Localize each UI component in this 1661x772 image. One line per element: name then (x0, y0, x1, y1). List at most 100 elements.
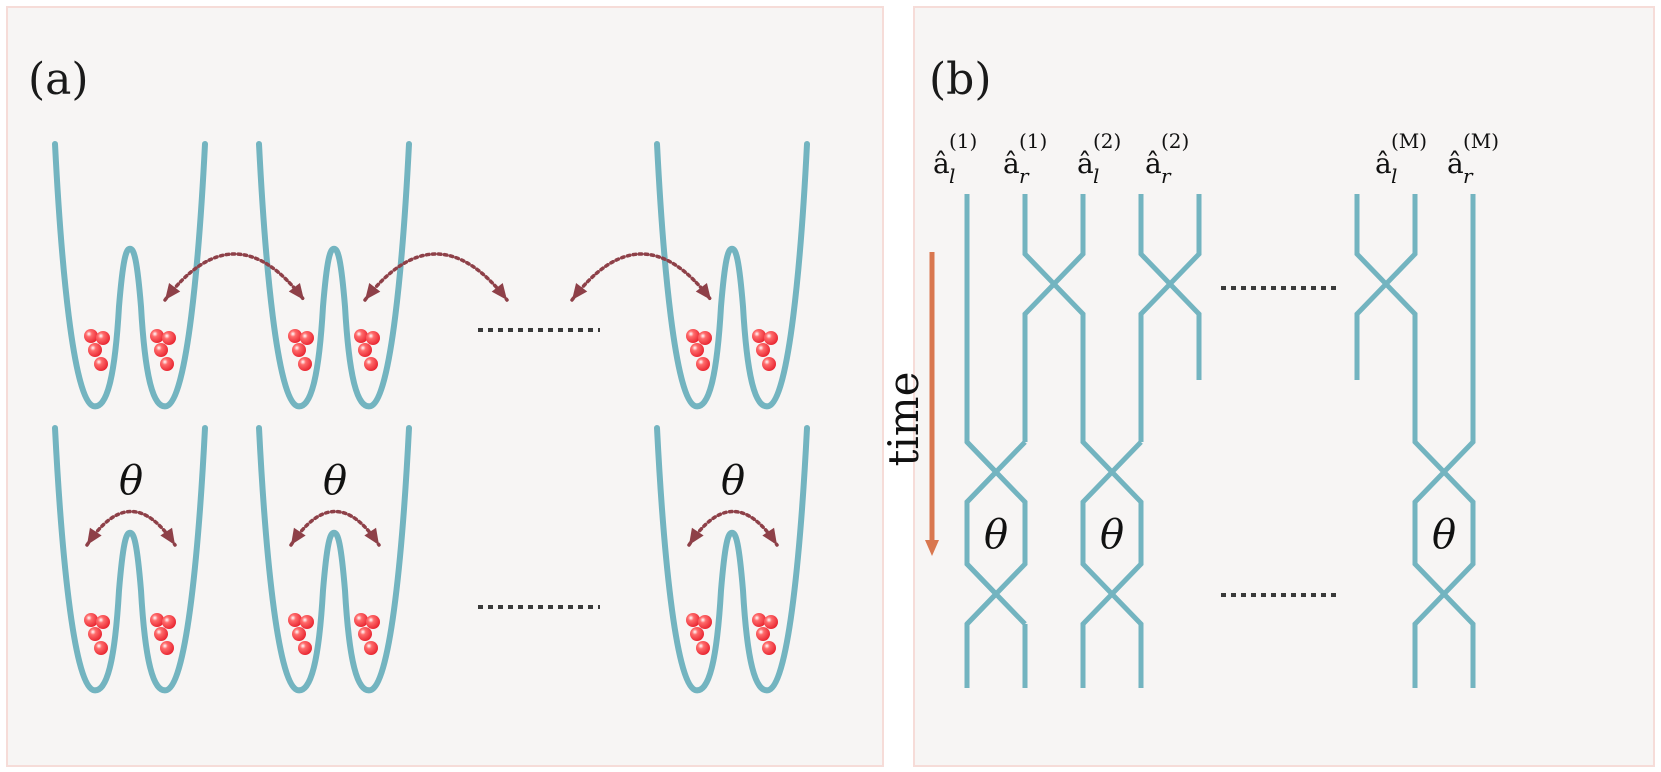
atoms-left-2-1 (84, 613, 110, 655)
atom (160, 357, 174, 371)
atom (154, 343, 168, 357)
double-well-bottom-3 (654, 425, 810, 694)
svg-text:â: â (933, 147, 950, 180)
hop-arrow-1-2 (163, 252, 306, 302)
atom (686, 329, 700, 343)
wire-mode-lM (1354, 194, 1476, 688)
atom (764, 331, 778, 345)
atom (364, 357, 378, 371)
mode-label-r-(M): â(M) r (1447, 129, 1499, 188)
mode-label-r-(1): â(1) r (1003, 129, 1047, 188)
wire-mode-l2 (1022, 194, 1086, 442)
atom (300, 331, 314, 345)
svg-text:(M): (M) (1391, 129, 1427, 153)
svg-text:l: l (1391, 164, 1397, 188)
svg-text:â: â (1145, 147, 1162, 180)
double-well-top-3 (654, 141, 810, 410)
wire-mode-r1 (1022, 194, 1144, 688)
atoms-left-2-2 (288, 613, 314, 655)
atom (354, 329, 368, 343)
theta-label: θ (1432, 512, 1456, 558)
svg-text:l: l (1093, 164, 1099, 188)
atom (696, 357, 710, 371)
theta-arrow-1 (85, 509, 177, 547)
atom (364, 641, 378, 655)
atom (96, 615, 110, 629)
time-label: time (879, 372, 928, 467)
double-well-top-2 (256, 141, 412, 410)
atoms-right-1-2 (354, 329, 380, 371)
atom (88, 627, 102, 641)
svg-text:(2): (2) (1093, 129, 1121, 153)
atom (84, 613, 98, 627)
atom (292, 343, 306, 357)
atom (96, 331, 110, 345)
atom (288, 329, 302, 343)
atoms-left-1-2 (288, 329, 314, 371)
atoms-left-1-3 (686, 329, 712, 371)
atom (94, 357, 108, 371)
atom (154, 627, 168, 641)
atom (690, 627, 704, 641)
mode-label-l-(1): â(1) l (933, 129, 977, 188)
svg-text:l: l (949, 164, 955, 188)
atom (354, 613, 368, 627)
atom (358, 627, 372, 641)
bs-pair2-right (1080, 440, 1144, 688)
atom (698, 615, 712, 629)
atom (300, 615, 314, 629)
atom (292, 627, 306, 641)
svg-text:â: â (1375, 147, 1392, 180)
atoms-right-2-1 (150, 613, 176, 655)
svg-text:r: r (1019, 164, 1030, 188)
theta-arrow-3 (687, 509, 779, 547)
atom (762, 357, 776, 371)
atom (762, 641, 776, 655)
atoms-right-1-3 (752, 329, 778, 371)
atom (160, 641, 174, 655)
svg-text:â: â (1077, 147, 1094, 180)
atoms-left-2-3 (686, 613, 712, 655)
atom (686, 613, 700, 627)
wire-mode-cross2 (1138, 194, 1202, 442)
atoms-right-2-2 (354, 613, 380, 655)
theta-label: θ (1100, 512, 1124, 558)
svg-text:(M): (M) (1463, 129, 1499, 153)
double-well-bottom-1 (52, 425, 208, 694)
atom (358, 343, 372, 357)
atom (88, 343, 102, 357)
atom (698, 331, 712, 345)
atom (756, 343, 770, 357)
wire-mode-cross-M (1354, 194, 1418, 380)
svg-text:â: â (1003, 147, 1020, 180)
svg-text:â: â (1447, 147, 1464, 180)
time-arrow (925, 252, 939, 556)
atom (764, 615, 778, 629)
svg-text:(1): (1) (949, 129, 977, 153)
atom (696, 641, 710, 655)
svg-text:r: r (1463, 164, 1474, 188)
atoms-right-1-1 (150, 329, 176, 371)
atom (298, 641, 312, 655)
theta-label: θ (119, 458, 143, 504)
atom (94, 641, 108, 655)
atoms-right-2-3 (752, 613, 778, 655)
svg-text:(1): (1) (1019, 129, 1047, 153)
atom (366, 615, 380, 629)
atom (84, 329, 98, 343)
atom (752, 329, 766, 343)
theta-label: θ (984, 512, 1008, 558)
atoms-left-1-1 (84, 329, 110, 371)
mode-label-l-(M): â(M) l (1375, 129, 1427, 188)
atom (690, 343, 704, 357)
theta-arrow-2 (289, 509, 381, 547)
mode-label-l-(2): â(2) l (1077, 129, 1121, 188)
theta-label: θ (721, 458, 745, 504)
atom (150, 329, 164, 343)
atom (162, 331, 176, 345)
svg-text:(2): (2) (1161, 129, 1189, 153)
bs-left-1-b (964, 440, 1027, 626)
